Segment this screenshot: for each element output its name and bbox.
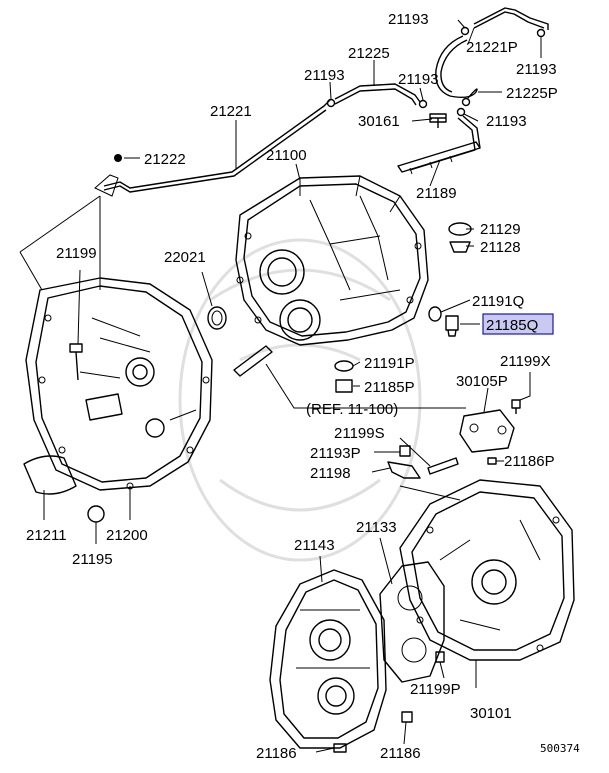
label-21185Q[interactable]: 21185Q xyxy=(486,317,538,334)
clutch-housing-21200 xyxy=(25,277,213,491)
label-21186P[interactable]: 21186P xyxy=(504,453,555,470)
label-21199S[interactable]: 21199S xyxy=(334,425,385,442)
label-21199[interactable]: 21199 xyxy=(56,245,97,262)
cap-21128 xyxy=(449,241,471,253)
label-22021[interactable]: 22021 xyxy=(164,249,206,266)
label-21191Q[interactable]: 21191Q xyxy=(472,293,524,310)
block-30105P xyxy=(459,409,515,453)
diagram-id: 500374 xyxy=(540,742,580,755)
label-21193-right-mid[interactable]: 21193 xyxy=(486,113,527,130)
bracket-21198 xyxy=(387,461,421,479)
part-labels: 21193 21221P 21193 21225 21193 21193 212… xyxy=(26,11,580,762)
label-21100[interactable]: 21100 xyxy=(266,147,307,164)
clip-21222 xyxy=(114,154,122,162)
label-21185P[interactable]: 21185P xyxy=(364,379,415,396)
label-21133[interactable]: 21133 xyxy=(356,519,397,536)
label-30105P[interactable]: 30105P xyxy=(456,373,508,390)
label-21193P[interactable]: 21193P xyxy=(310,445,361,462)
plug-21195 xyxy=(87,505,105,523)
plug-21185P xyxy=(335,379,353,393)
label-ref-11-100[interactable]: (REF. 11-100) xyxy=(306,401,398,418)
label-21193-top[interactable]: 21193 xyxy=(388,11,429,28)
bolt-21199S xyxy=(427,457,459,475)
label-21195[interactable]: 21195 xyxy=(72,551,113,568)
label-21193-right[interactable]: 21193 xyxy=(516,61,557,78)
label-30101[interactable]: 30101 xyxy=(470,705,512,722)
label-21143[interactable]: 21143 xyxy=(294,537,335,554)
label-21191P[interactable]: 21191P xyxy=(364,355,415,372)
label-21221[interactable]: 21221 xyxy=(210,103,252,120)
label-21221P[interactable]: 21221P xyxy=(466,39,518,56)
label-21186-right[interactable]: 21186 xyxy=(380,745,421,762)
plug-21185Q xyxy=(445,315,459,337)
leader-lines xyxy=(19,19,542,753)
label-30161[interactable]: 30161 xyxy=(358,113,400,130)
washer-21191P xyxy=(334,360,354,372)
watermark-emblem xyxy=(178,238,422,562)
label-21198[interactable]: 21198 xyxy=(310,465,351,482)
highlight-box-21185Q xyxy=(482,313,554,335)
rear-cover-21143 xyxy=(269,569,387,749)
label-21200[interactable]: 21200 xyxy=(106,527,148,544)
vent-hose-assembly xyxy=(94,7,549,197)
washer-21191Q xyxy=(428,306,442,322)
label-21189[interactable]: 21189 xyxy=(416,185,457,202)
label-21225P[interactable]: 21225P xyxy=(506,85,558,102)
gasket-21133 xyxy=(379,561,445,683)
label-21186-left[interactable]: 21186 xyxy=(256,745,297,762)
label-21199P[interactable]: 21199P xyxy=(410,681,461,698)
seal-22021 xyxy=(207,306,227,330)
label-21199X[interactable]: 21199X xyxy=(500,353,551,370)
label-21128[interactable]: 21128 xyxy=(480,239,521,256)
label-21129[interactable]: 21129 xyxy=(480,221,521,238)
case-adapter-30101 xyxy=(399,479,575,661)
transmission-case-21100 xyxy=(235,175,429,346)
label-21193-mid[interactable]: 21193 xyxy=(398,71,439,88)
bolt-21199 xyxy=(69,343,83,381)
label-21211[interactable]: 21211 xyxy=(26,527,67,544)
label-21225[interactable]: 21225 xyxy=(348,45,390,62)
label-21222[interactable]: 21222 xyxy=(144,151,186,168)
label-21193-mid-left[interactable]: 21193 xyxy=(304,67,345,84)
